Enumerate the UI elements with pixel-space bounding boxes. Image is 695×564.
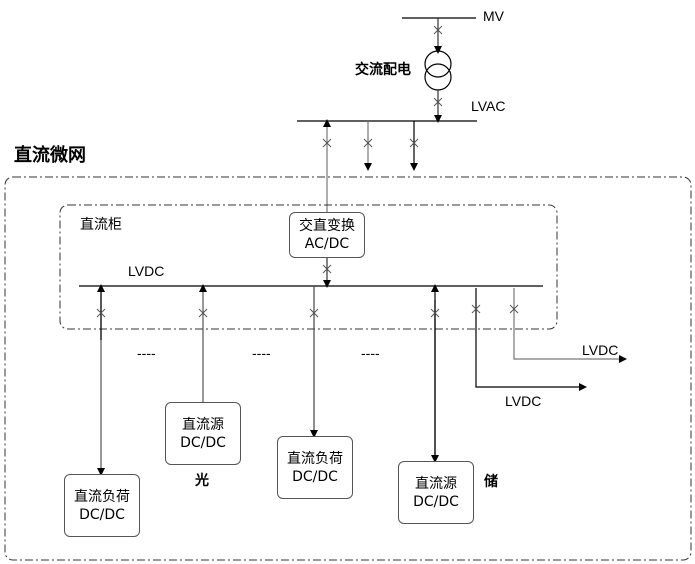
converter-type: AC/DC [304,236,350,252]
transformer-label: 交流配电 [355,62,411,78]
breaker-icon [509,304,519,314]
feeder-name: 直流源 [182,416,224,433]
lvac-bus-label: LVAC [471,98,506,114]
feeder-type: DC/DC [413,493,459,510]
ellipsis: ---- [137,345,156,361]
lvdc-bus-label: LVDC [128,263,165,279]
microgrid-title: 直流微网 [14,145,86,166]
storage-source-converter: 直流源 DC/DC [398,461,474,524]
feeder-type: DC/DC [180,434,226,451]
breaker-icon [430,308,440,318]
breaker-icon [409,138,419,148]
storage-tag: 储 [484,474,498,490]
breaker-icon [433,25,443,35]
feeder-name: 直流负荷 [74,488,130,505]
outgoing-lvdc-label: LVDC [582,342,619,358]
breaker-icon [363,138,373,148]
dc-load-converter: 直流负荷 DC/DC [64,474,140,537]
dc-cabinet-label: 直流柜 [80,217,122,233]
breaker-icon [322,138,332,148]
breaker-icon [433,97,443,107]
dc-load-converter: 直流负荷 DC/DC [277,436,353,499]
breaker-icon [309,308,319,318]
ellipsis: ---- [252,345,271,361]
pv-source-converter: 直流源 DC/DC [165,402,241,465]
pv-tag: 光 [195,473,209,489]
breaker-icon [471,304,481,314]
breaker-icon [96,308,106,318]
breaker-icon [198,308,208,318]
outgoing-lvdc-label: LVDC [505,393,542,409]
feeder-name: 直流负荷 [287,450,343,467]
breaker-icon [322,264,332,274]
feeder-name: 直流源 [415,475,457,492]
mv-bus-label: MV [483,8,504,24]
transformer-icon [424,50,452,91]
converter-name: 交直变换 [299,218,355,234]
feeder-type: DC/DC [79,506,125,523]
feeder-type: DC/DC [292,468,338,485]
microgrid-boundary [4,176,692,561]
dc-cabinet-boundary [59,204,558,330]
ac-dc-converter: 交直变换 AC/DC [289,212,365,258]
ellipsis: ---- [361,345,380,361]
